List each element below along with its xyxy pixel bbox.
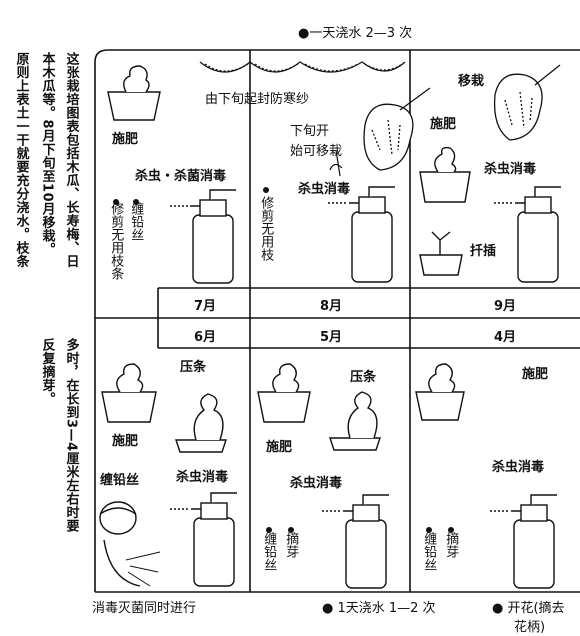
sprayer-icon [170, 186, 561, 589]
wire-apr-label: 缠铅丝 [421, 532, 437, 571]
bottom-note-right-2: 花柄) [514, 620, 546, 635]
cutting-label: 扦插 [470, 244, 497, 259]
transplant-label: 移栽 [458, 74, 485, 89]
fert-apr-label: 施肥 [522, 367, 549, 382]
wire-jul-label: 缠铅丝 [128, 202, 144, 241]
bullet-prune-jul [113, 190, 119, 209]
bullet-pinch-may [288, 518, 294, 537]
spray-aug-label: 杀虫消毒 [298, 182, 351, 197]
intro-col-5: 反复摘芽。 [39, 338, 55, 406]
fert-may-label: 施肥 [266, 440, 293, 455]
intro-col-2: 本木瓜等。8月下旬至10月移栽。 [39, 52, 55, 257]
wire-bush-icon [329, 149, 343, 177]
fert-sep-label: 施肥 [430, 117, 457, 132]
month-aug: 8月 [319, 299, 343, 314]
bonsai-pot-icon [101, 65, 471, 453]
top-watering-note: ●一天浇水 2—3 次 [298, 26, 413, 41]
transplant-start-2: 始可移栽 [290, 144, 343, 159]
spray-jul-label: 杀虫・杀菌消毒 [135, 169, 227, 184]
month-apr: 4月 [493, 330, 517, 345]
bottom-note-left: 消毒灭菌同时进行 [92, 601, 197, 616]
month-jun: 6月 [193, 330, 217, 345]
bullet-wire-jul [133, 190, 139, 209]
bullet-wire-may [266, 518, 272, 537]
wire-jun-label: 缠铅丝 [100, 473, 140, 488]
spray-apr-label: 杀虫消毒 [492, 460, 545, 475]
intro-col-1: 这张栽培图表包括木瓜、长寿梅、日 [63, 52, 79, 268]
shade-net-icon [199, 61, 406, 73]
bottom-note-mid: ● 1天浇水 1—2 次 [322, 601, 436, 616]
transplant-start-1: 下旬开 [290, 124, 330, 139]
layer-may-label: 压条 [350, 370, 377, 385]
prune-jul-label: 修剪无用枝条 [108, 202, 124, 280]
fert-jul-label: 施肥 [112, 132, 139, 147]
spray-sep-label: 杀虫消毒 [484, 162, 537, 177]
bottom-note-right-1: ● 开花(摘去 [492, 601, 565, 616]
bullet-wire-apr [426, 518, 432, 537]
intro-col-3: 原则上表土一干就要充分浇水。枝条 [13, 52, 29, 268]
pinch-apr-label: 摘芽 [443, 532, 459, 558]
month-jul: 7月 [193, 299, 217, 314]
pinch-may-label: 摘芽 [283, 532, 299, 558]
spray-jun-label: 杀虫消毒 [176, 470, 229, 485]
month-sep: 9月 [493, 299, 517, 314]
wire-may-label: 缠铅丝 [261, 532, 277, 571]
fert-jun-label: 施肥 [112, 434, 139, 449]
month-may: 5月 [319, 330, 343, 345]
intro-col-4: 多时，在长到3—4厘米左右时要 [63, 338, 79, 533]
shade-note: 由下旬起封防寒纱 [205, 92, 310, 107]
bullet-pinch-apr [448, 518, 454, 537]
spray-may-label: 杀虫消毒 [290, 476, 343, 491]
person-wiring-icon [99, 501, 161, 587]
transplant-rootball-icon [363, 64, 561, 171]
prune-aug-label: 修剪无用枝 [258, 196, 274, 261]
bullet-prune-aug [263, 178, 269, 197]
layer-jun-label: 压条 [180, 360, 207, 375]
